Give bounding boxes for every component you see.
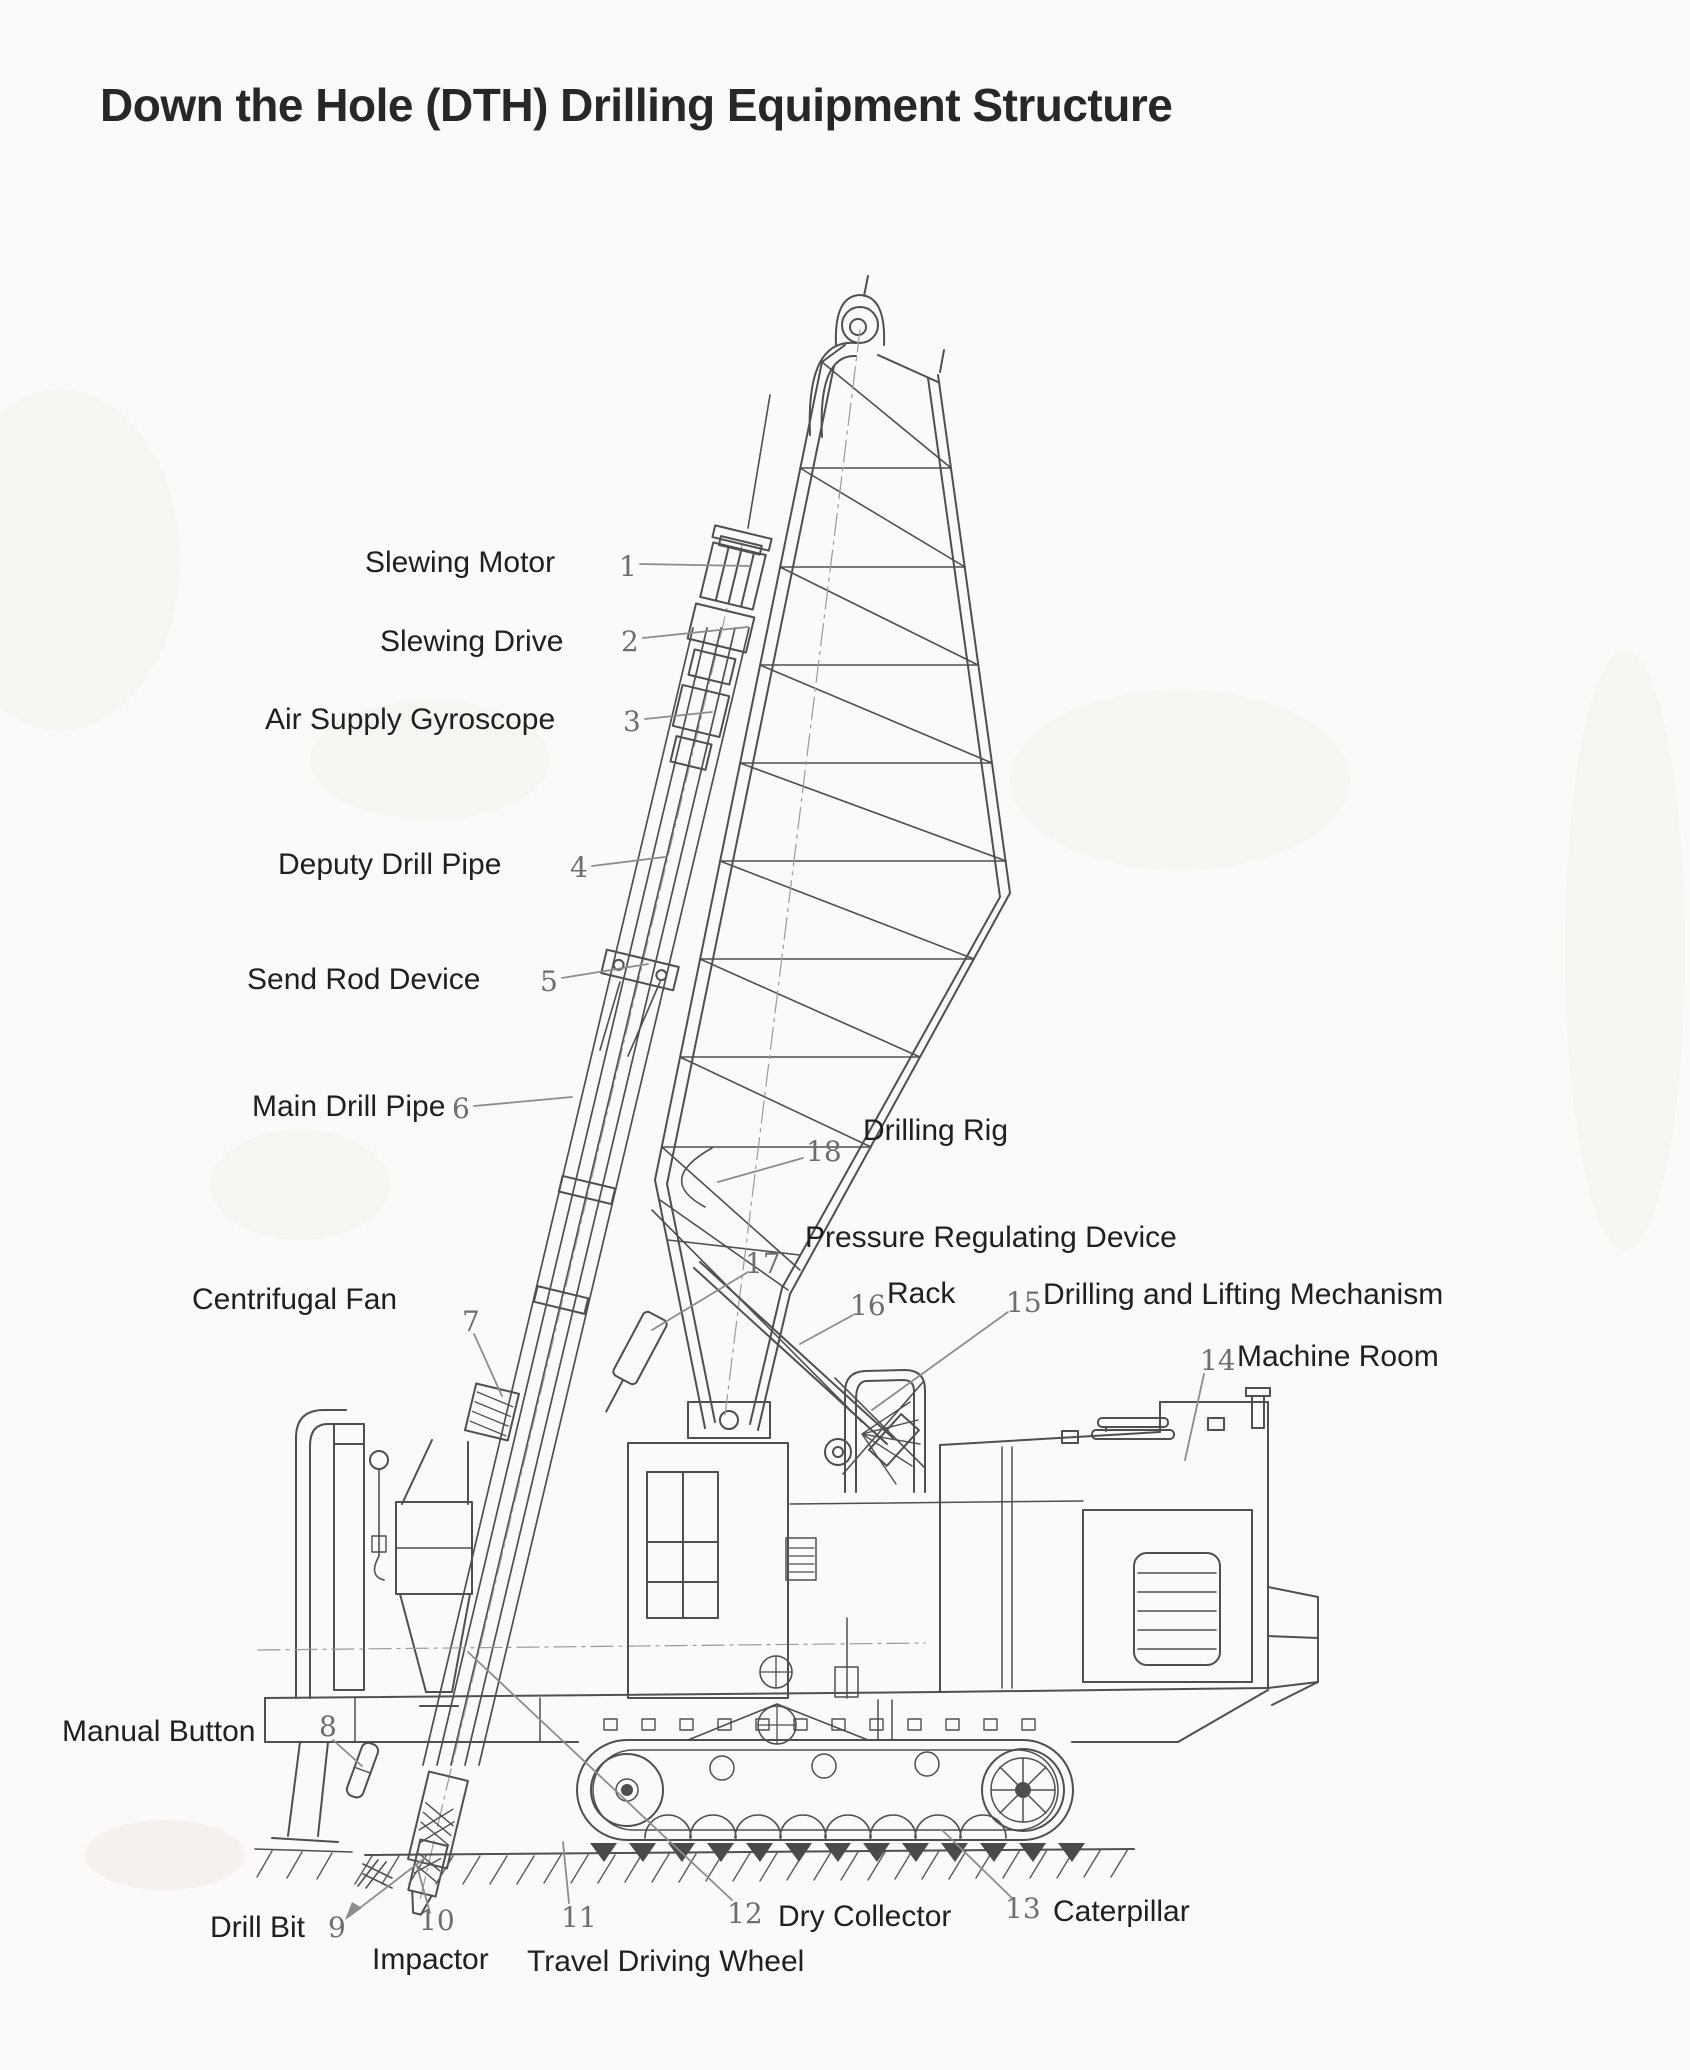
part-label-centrifugal-fan: Centrifugal Fan	[192, 1283, 398, 1316]
part-label-machine-room: Machine Room	[1237, 1340, 1439, 1373]
scan-artifacts	[0, 390, 1685, 1250]
air-supply-gyroscope	[671, 683, 731, 739]
part-number-deputy-drill-pipe: 4	[570, 851, 588, 884]
machine-room	[939, 1387, 1319, 1706]
leader-line-2	[642, 626, 749, 639]
leader-line-18	[717, 1157, 804, 1183]
leader-line-3	[644, 711, 713, 720]
part-number-centrifugal-fan: 7	[462, 1305, 480, 1338]
caterpillar-track	[576, 1655, 1074, 1841]
part-label-dry-collector: Dry Collector	[778, 1900, 952, 1933]
part-label-air-supply-gyroscope: Air Supply Gyroscope	[265, 703, 556, 736]
leader-line-7	[473, 1333, 503, 1397]
part-number-travel-driving-wheel: 11	[561, 1901, 597, 1934]
part-number-machine-room: 14	[1200, 1344, 1236, 1377]
leader-line-1	[639, 563, 751, 567]
mast-truss	[654, 275, 1011, 1439]
leader-line-15	[871, 1311, 1009, 1411]
leader-line-12	[467, 1651, 733, 1901]
part-number-main-drill-pipe: 6	[452, 1092, 470, 1125]
centrifugal-fan-assembly	[295, 1382, 520, 1707]
drilling-lifting-mechanism	[789, 1369, 1084, 1689]
part-label-drilling-and-lifting-mechanism: Drilling and Lifting Mechanism	[1043, 1278, 1444, 1311]
part-label-slewing-motor: Slewing Motor	[365, 546, 556, 579]
slewing-drive	[686, 602, 756, 654]
leader-line-17	[651, 1271, 749, 1331]
part-label-travel-driving-wheel: Travel Driving Wheel	[527, 1945, 805, 1978]
part-label-deputy-drill-pipe: Deputy Drill Pipe	[278, 848, 502, 881]
slewing-motor	[699, 535, 767, 611]
part-number-manual-button: 8	[319, 1710, 337, 1743]
travel-driving-wheel	[590, 1753, 664, 1827]
part-number-pressure-regulating-device: 17	[745, 1247, 781, 1280]
part-label-rack: Rack	[887, 1277, 956, 1310]
part-label-pressure-regulating-device: Pressure Regulating Device	[805, 1221, 1177, 1254]
part-number-slewing-motor: 1	[619, 550, 637, 583]
part-number-drilling-rig: 18	[806, 1135, 842, 1168]
part-number-send-rod-device: 5	[540, 965, 558, 998]
part-number-caterpillar: 13	[1005, 1892, 1041, 1925]
part-label-caterpillar: Caterpillar	[1053, 1895, 1190, 1928]
leader-line-4	[591, 856, 666, 867]
leader-line-14	[1184, 1373, 1205, 1461]
impactor	[407, 1770, 469, 1870]
manual-button	[345, 1741, 380, 1799]
deck-frame	[257, 1617, 1269, 1843]
leader-line-8	[332, 1739, 363, 1767]
part-label-main-drill-pipe: Main Drill Pipe	[252, 1090, 446, 1123]
part-label-drilling-rig: Drilling Rig	[863, 1114, 1009, 1147]
dry-collector	[395, 1501, 473, 1707]
cab	[627, 1442, 817, 1699]
part-number-drilling-and-lifting-mechanism: 15	[1006, 1286, 1042, 1319]
scan-smudge-pink	[85, 1820, 245, 1890]
part-label-drill-bit: Drill Bit	[210, 1911, 305, 1944]
leader-line-16	[799, 1314, 854, 1345]
part-label-manual-button: Manual Button	[62, 1715, 256, 1748]
part-number-slewing-drive: 2	[621, 625, 639, 658]
page-title: Down the Hole (DTH) Drilling Equipment S…	[100, 79, 1173, 131]
leader-line-10	[416, 1865, 431, 1914]
leader-line-5	[561, 963, 649, 979]
part-label-impactor: Impactor	[372, 1943, 489, 1976]
part-number-rack: 16	[850, 1289, 886, 1322]
drill-string	[407, 394, 773, 1916]
part-number-impactor: 10	[419, 1904, 455, 1937]
centrifugal-fan	[464, 1382, 520, 1442]
leader-line-11	[562, 1841, 570, 1904]
sprocket-wheel	[981, 1748, 1065, 1832]
leader-line-6	[473, 1096, 573, 1107]
leader-arrow-9	[345, 1902, 362, 1920]
leader-line-9	[347, 1857, 426, 1918]
part-label-send-rod-device: Send Rod Device	[247, 963, 481, 996]
part-number-dry-collector: 12	[727, 1897, 763, 1930]
leader-line-13	[941, 1829, 1014, 1900]
part-number-air-supply-gyroscope: 3	[623, 705, 641, 738]
rack-strut	[651, 1209, 894, 1445]
part-label-slewing-drive: Slewing Drive	[380, 625, 564, 658]
part-number-drill-bit: 9	[328, 1911, 346, 1944]
pressure-regulating-cylinder	[605, 1310, 668, 1413]
